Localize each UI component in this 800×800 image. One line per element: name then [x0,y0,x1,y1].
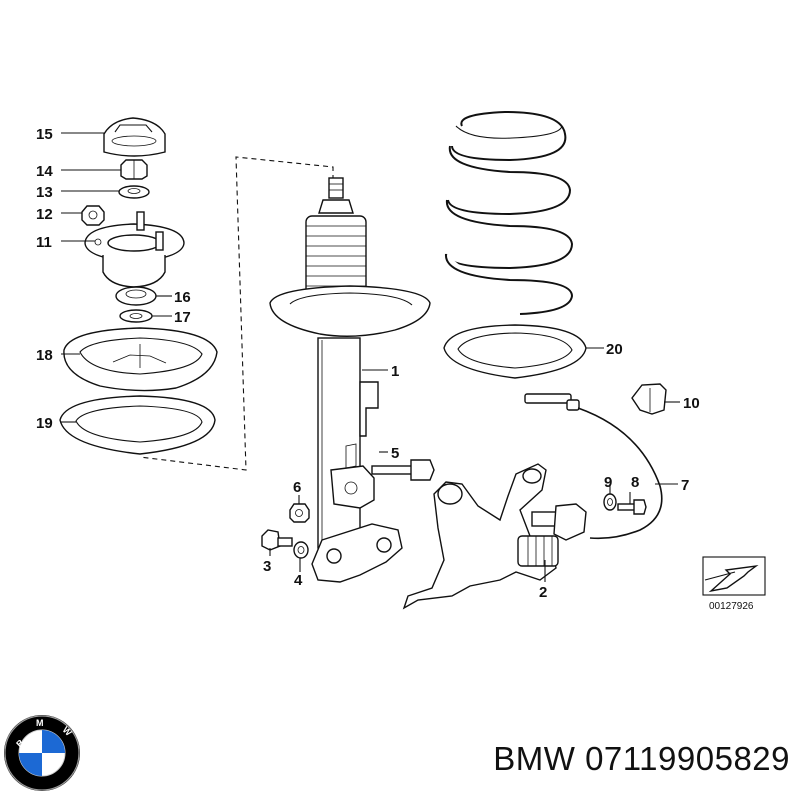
callout-15: 15 [36,126,53,143]
callout-19: 19 [36,415,53,432]
coil-spring [444,110,574,315]
part-3-bolt [261,529,293,551]
callout-14: 14 [36,163,53,180]
callout-6: 6 [293,479,301,496]
part-10-sensor-clip [631,383,667,415]
callout-17: 17 [174,309,191,326]
part-8-bolt [617,499,647,515]
part-13-washer [118,185,150,199]
part-1-shock-strut [269,177,431,583]
part-20-lower-spring-pad [443,324,587,379]
callout-8: 8 [631,474,639,491]
part-17-washer [119,309,153,323]
svg-text:M: M [36,718,44,728]
part-19-spring-pad [59,395,216,455]
part-7-abs-sensor [524,393,663,541]
bmw-logo: B M W [4,715,80,791]
part-9-washer [603,493,617,511]
callout-5: 5 [391,445,399,462]
callout-20: 20 [606,341,623,358]
part-16-bearing [115,286,157,306]
part-14-nut [120,159,148,180]
part-4-washer [293,541,309,559]
assembly-bracket-line [139,156,334,471]
part-18-upper-spring-seat [63,327,218,392]
callout-4: 4 [294,572,303,589]
part-number: 07119905829 [585,740,790,777]
callout-1: 1 [391,363,399,380]
part-2-steering-knuckle [402,463,559,610]
callout-11: 11 [36,234,52,251]
reference-box [702,556,766,596]
callout-16: 16 [174,289,191,306]
callout-9: 9 [604,474,612,491]
callout-13: 13 [36,184,53,201]
part-6-nut [289,503,310,523]
callout-2: 2 [539,584,547,601]
part-15-top-cap [103,117,166,157]
part-number-caption: BMW 07119905829 [410,740,790,778]
callout-18: 18 [36,347,53,364]
reference-code: 00127926 [709,601,754,612]
callout-7: 7 [681,477,689,494]
part-11-strut-mount [84,211,185,288]
callout-10: 10 [683,395,700,412]
part-12-collar-nut [81,205,105,226]
callout-3: 3 [263,558,271,575]
callout-12: 12 [36,206,53,223]
part-5-bolt [371,459,435,481]
leader-lines [61,132,680,582]
brand-name: BMW [493,740,576,777]
